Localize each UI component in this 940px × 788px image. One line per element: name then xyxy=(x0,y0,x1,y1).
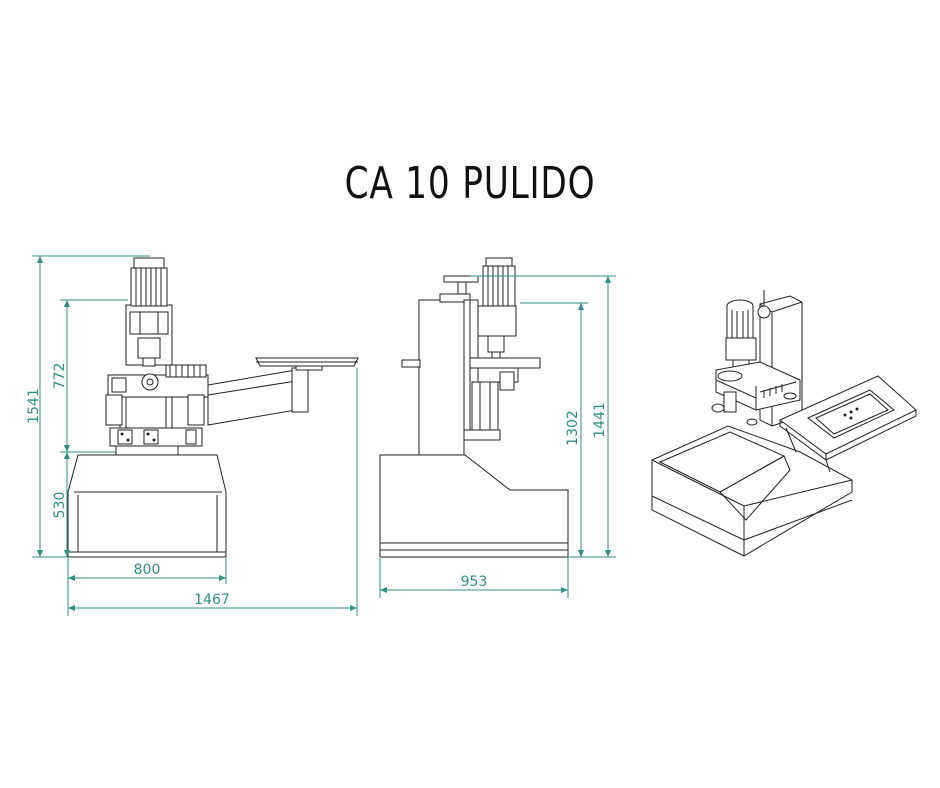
front-view xyxy=(67,257,359,558)
dim-total-width: 1467 xyxy=(194,592,230,608)
dim-base-width: 800 xyxy=(134,562,161,578)
isometric-view xyxy=(651,290,917,557)
side-dimensions: 1441 1302 953 xyxy=(379,275,616,598)
dim-base-height: 530 xyxy=(52,492,68,519)
drawing-title: CA 10 PULIDO xyxy=(344,158,596,209)
dim-side-width: 953 xyxy=(461,574,488,590)
dim-side-height-inner: 1302 xyxy=(565,410,581,446)
dim-side-height-total: 1441 xyxy=(592,402,608,438)
dim-total-height: 1541 xyxy=(26,388,42,424)
front-dimensions: 1541 772 530 800 1467 xyxy=(26,255,358,616)
side-view xyxy=(379,257,569,558)
dim-upper-height: 772 xyxy=(52,363,68,390)
